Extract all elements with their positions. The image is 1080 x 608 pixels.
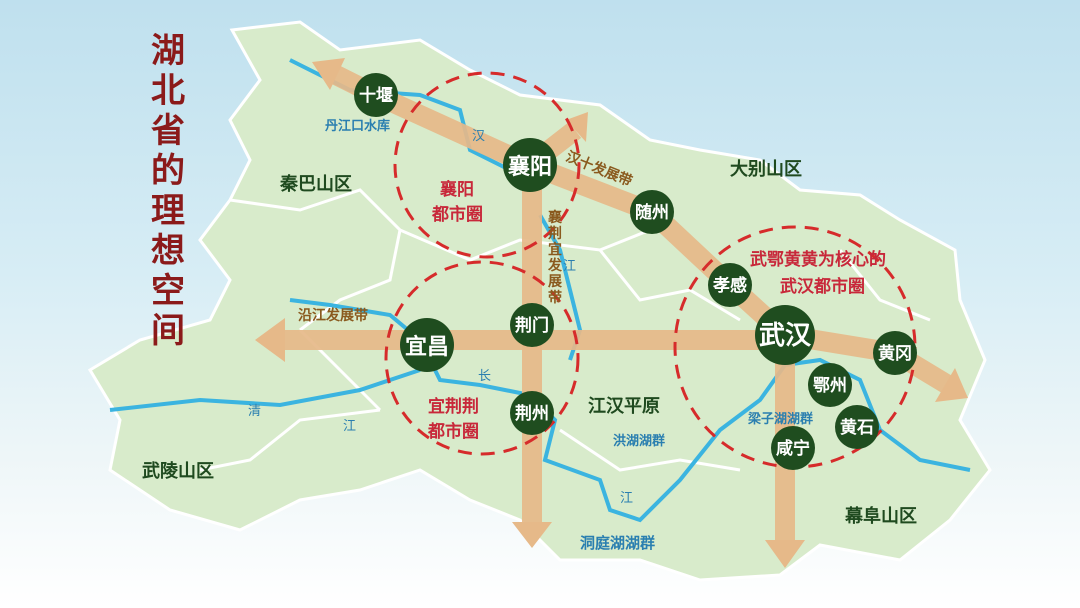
band-char: 带 xyxy=(548,290,562,306)
city-label: 襄阳 xyxy=(507,154,552,180)
river-han: 汉 xyxy=(472,129,485,144)
city-dot xyxy=(510,391,554,435)
city-dot xyxy=(400,318,454,372)
city-dot xyxy=(510,303,554,347)
region-qinba: 秦巴山区 xyxy=(279,173,352,195)
title-char: 想 xyxy=(151,231,185,271)
band-char: 襄 xyxy=(547,209,563,226)
band-char: 展 xyxy=(548,274,562,290)
city-dot xyxy=(873,331,917,375)
city-dot xyxy=(630,190,674,234)
region-mufu: 幕阜山区 xyxy=(844,505,917,527)
band-yanjiang: 沿江发展带 xyxy=(298,307,368,324)
metro-wuhan-1: 武鄂黄黄为核心的 xyxy=(750,249,886,270)
band-char: 宜 xyxy=(548,241,562,258)
city-marker: 黄石 xyxy=(835,405,879,449)
city-marker: 宜昌 xyxy=(400,318,454,372)
metro-wuhan-2: 武汉都市圈 xyxy=(780,276,865,297)
band-arrowheads xyxy=(255,58,968,568)
city-dot xyxy=(771,426,815,470)
city-label: 黄石 xyxy=(840,417,874,438)
city-marker: 随州 xyxy=(630,190,674,234)
city-marker: 武汉 xyxy=(755,305,815,365)
city-dot xyxy=(503,138,557,192)
city-dot xyxy=(755,305,815,365)
metro-xiangyang-2: 都市圈 xyxy=(431,204,483,225)
city-marker: 荆州 xyxy=(510,391,554,435)
title-char: 的 xyxy=(151,151,185,191)
metro-xiangyang-1: 襄阳 xyxy=(439,179,474,200)
city-label: 荆州 xyxy=(515,403,549,424)
city-dot xyxy=(808,363,852,407)
title-char: 理 xyxy=(151,191,185,231)
city-label: 十堰 xyxy=(359,85,393,106)
city-marker: 咸宁 xyxy=(771,426,815,470)
river-chang: 长 xyxy=(478,369,491,384)
city-label: 咸宁 xyxy=(776,438,810,459)
metro-yijingjing-1: 宜荆荆 xyxy=(428,396,479,417)
city-label: 宜昌 xyxy=(405,334,449,360)
city-label: 孝感 xyxy=(713,275,747,296)
water-danjiangkou: 丹江口水库 xyxy=(325,118,390,134)
river-jiang-2: 江 xyxy=(343,419,356,434)
city-dot xyxy=(835,405,879,449)
city-marker: 荆门 xyxy=(510,303,554,347)
city-label: 黄冈 xyxy=(878,343,912,364)
title-char: 湖 xyxy=(151,31,185,71)
title-char: 空 xyxy=(151,271,185,311)
river-jiang-3: 江 xyxy=(620,491,633,506)
city-label: 荆门 xyxy=(515,315,549,336)
river-jiang-1: 江 xyxy=(563,259,576,274)
title-char: 北 xyxy=(151,71,185,111)
city-marker: 鄂州 xyxy=(808,363,852,407)
region-jianghan: 江汉平原 xyxy=(588,396,660,417)
city-dot xyxy=(354,73,398,117)
city-label: 鄂州 xyxy=(813,376,847,396)
city-marker: 孝感 xyxy=(708,263,752,307)
title-char: 间 xyxy=(151,311,185,351)
city-marker: 襄阳 xyxy=(503,138,557,192)
water-liangzi: 梁子湖湖群 xyxy=(747,411,813,427)
water-honghu: 洪湖湖群 xyxy=(613,433,665,449)
title-char: 省 xyxy=(151,111,185,151)
city-marker: 黄冈 xyxy=(873,331,917,375)
water-dongting: 洞庭湖湖群 xyxy=(580,534,655,552)
region-wuling: 武陵山区 xyxy=(142,460,214,482)
region-dabie: 大别山区 xyxy=(730,158,802,180)
band-char: 荆 xyxy=(548,225,562,242)
city-label: 随州 xyxy=(635,202,669,223)
metro-yijingjing-2: 都市圈 xyxy=(427,421,479,442)
river-qing: 清 xyxy=(248,404,261,419)
band-char: 发 xyxy=(547,257,563,274)
city-label: 武汉 xyxy=(759,321,812,351)
city-marker: 十堰 xyxy=(354,73,398,117)
city-dot xyxy=(708,263,752,307)
